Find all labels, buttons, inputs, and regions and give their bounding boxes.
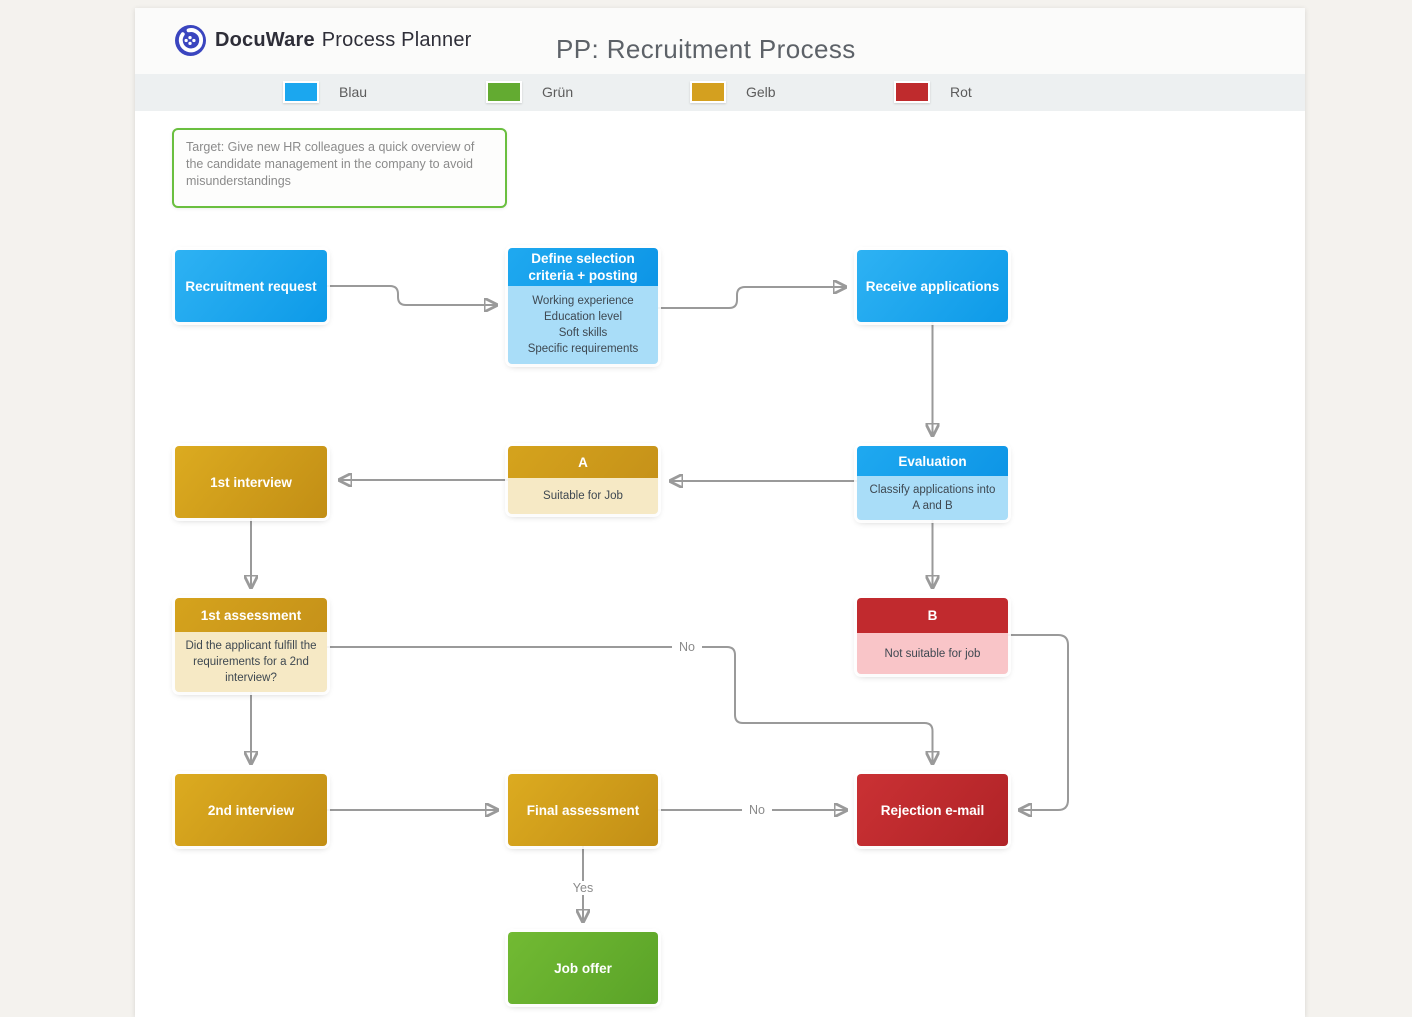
node-label: Rejection e-mail	[880, 802, 985, 818]
node-title: Define selection criteria + posting	[508, 248, 658, 286]
legend-item-gruen: Grün	[486, 81, 573, 103]
legend-label: Blau	[339, 84, 368, 100]
edge-label-no-final: No	[742, 803, 772, 817]
process-canvas: DocuWare Process Planner PP: Recruitment …	[135, 8, 1305, 1017]
node-title: 1st assessment	[175, 598, 327, 632]
docuware-logo-icon	[175, 25, 206, 56]
connector-define-to-receive	[658, 287, 845, 309]
node-title: A	[508, 446, 658, 478]
edge-label-yes-final: Yes	[565, 881, 601, 895]
connector-first-assessment-no-to-rejection	[327, 646, 933, 763]
node-class-a[interactable]: A Suitable for Job	[508, 446, 658, 514]
legend-item-gelb: Gelb	[690, 81, 776, 103]
node-label: Final assessment	[526, 802, 640, 818]
node-recruitment-request[interactable]: Recruitment request	[175, 250, 327, 322]
page-title: PP: Recruitment Process	[556, 34, 856, 64]
node-label: 2nd interview	[207, 802, 295, 818]
brand-name: DocuWare	[215, 29, 315, 51]
node-title: B	[857, 598, 1008, 633]
node-define-criteria[interactable]: Define selection criteria + posting Work…	[508, 248, 658, 364]
node-first-interview[interactable]: 1st interview	[175, 446, 327, 518]
node-label: 1st interview	[210, 474, 292, 490]
node-details: Suitable for Job	[508, 478, 658, 514]
app-header: DocuWare Process Planner PP: Recruitment …	[135, 8, 1305, 74]
brand-product: Process Planner	[321, 29, 472, 51]
node-label: Job offer	[554, 960, 612, 976]
legend-swatch-yellow	[690, 81, 726, 103]
node-rejection-email[interactable]: Rejection e-mail	[857, 774, 1008, 846]
legend-swatch-green	[486, 81, 522, 103]
edge-label-no-assessment: No	[672, 640, 702, 654]
legend-label: Gelb	[746, 84, 776, 100]
legend-item-blau: Blau	[283, 81, 367, 103]
node-receive-applications[interactable]: Receive applications	[857, 250, 1008, 322]
node-label: Recruitment request	[185, 278, 317, 294]
color-legend: Blau Grün Gelb Rot	[135, 74, 1305, 111]
legend-item-rot: Rot	[894, 81, 972, 103]
target-note[interactable]: Target: Give new HR colleagues a quick o…	[172, 128, 507, 208]
legend-swatch-red	[894, 81, 930, 103]
legend-label: Grün	[542, 84, 574, 100]
node-class-b[interactable]: B Not suitable for job	[857, 598, 1008, 674]
node-second-interview[interactable]: 2nd interview	[175, 774, 327, 846]
connector-b-to-rejection	[1008, 634, 1069, 810]
legend-label: Rot	[950, 84, 972, 100]
legend-swatch-blue	[283, 81, 319, 103]
node-first-assessment[interactable]: 1st assessment Did the applicant fulfill…	[175, 598, 327, 692]
brand: DocuWare Process Planner	[175, 25, 472, 56]
node-label: Receive applications	[865, 278, 1000, 294]
node-details: Not suitable for job	[857, 633, 1008, 674]
connector-recruitment-to-define	[327, 285, 496, 305]
node-title: Evaluation	[857, 446, 1008, 476]
brand-text: DocuWare Process Planner	[215, 29, 472, 52]
node-final-assessment[interactable]: Final assessment	[508, 774, 658, 846]
node-job-offer[interactable]: Job offer	[508, 932, 658, 1004]
